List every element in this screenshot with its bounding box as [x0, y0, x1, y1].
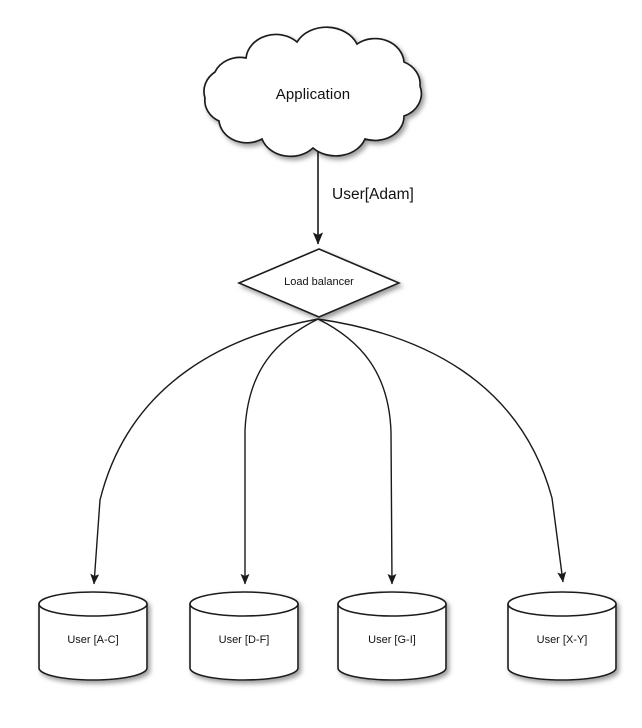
cylinder-body — [38, 603, 148, 681]
cylinder-top — [337, 591, 447, 617]
cylinder-body — [507, 603, 617, 681]
edge-to-db-user-x-y — [317, 318, 567, 583]
cylinder-top — [38, 591, 148, 617]
cylinder-node-db-user-g-i[interactable] — [337, 591, 447, 681]
cylinder-top — [189, 591, 299, 617]
edge-label-user-adam: User[Adam] — [332, 186, 414, 203]
edge-to-db-user-a-c — [90, 318, 319, 585]
cloud-shape — [203, 26, 423, 158]
cylinder-node-db-user-x-y[interactable] — [507, 591, 617, 681]
edge-to-db-user-g-i — [317, 318, 397, 585]
cylinder-node-db-user-a-c[interactable] — [38, 591, 148, 681]
diamond-node-load-balancer[interactable] — [236, 248, 402, 318]
cloud-node-application[interactable] — [203, 26, 423, 158]
diamond-shape — [236, 248, 402, 318]
edge-to-db-user-d-f — [240, 318, 319, 585]
cylinder-body — [189, 603, 299, 681]
cylinder-body — [337, 603, 447, 681]
cylinder-top — [507, 591, 617, 617]
cylinder-node-db-user-d-f[interactable] — [189, 591, 299, 681]
edge-group-load-balancer-to-databases — [90, 318, 567, 585]
